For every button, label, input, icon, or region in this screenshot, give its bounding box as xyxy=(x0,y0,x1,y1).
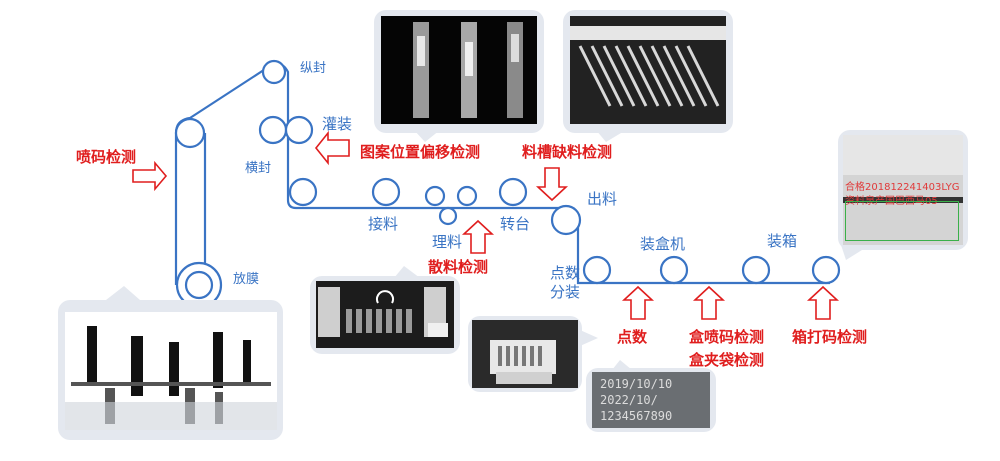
arrow-case-print-up xyxy=(806,285,840,320)
arrow-count-up xyxy=(621,285,655,320)
label-cartoner: 装盒机 xyxy=(640,235,686,253)
roller-cartoner xyxy=(659,255,689,285)
label-missing-material: 料槽缺料检测 xyxy=(522,143,613,161)
roller-belt-start xyxy=(288,177,318,207)
ocr-line-1: 2019/10/10 xyxy=(600,377,673,391)
roller-turntable xyxy=(498,177,528,207)
ocr-line-3: 1234567890 xyxy=(600,409,673,423)
label-transverse-seal: 横封 xyxy=(245,161,272,176)
photo-pattern-offset xyxy=(381,16,537,124)
roller-case-end xyxy=(811,255,841,285)
label-arrange: 理料 xyxy=(432,233,463,251)
arrow-box-inkjet-up xyxy=(692,285,726,320)
roller-discharge xyxy=(550,204,582,236)
photo-ocr: 2019/10/10 2022/10/ 1234567890 xyxy=(592,372,710,428)
label-discharge: 出料 xyxy=(587,190,618,208)
roller-splice xyxy=(371,177,401,207)
photo-pattern-offset-image xyxy=(413,22,523,118)
label-count-split-2: 分装 xyxy=(550,283,581,301)
label-film-unwind: 放膜 xyxy=(233,272,260,287)
label-box-inkjet: 盒喷码检测 xyxy=(689,328,765,346)
arrow-loose-up xyxy=(461,219,495,254)
label-pattern-offset: 图案位置偏移检测 xyxy=(360,143,481,161)
roller-arrange-2 xyxy=(456,185,478,207)
label-longitudinal-seal: 纵封 xyxy=(300,61,327,76)
ocr-line-2: 2022/10/ xyxy=(600,393,658,407)
label-box-clip-bag: 盒夹袋检测 xyxy=(689,351,765,369)
label-loose-material: 散料检测 xyxy=(428,258,489,276)
label-case-packer: 装箱 xyxy=(767,232,798,250)
label-splice: 接料 xyxy=(368,215,399,233)
photo-counting-image xyxy=(490,340,556,384)
label-inkjet-check: 喷码检测 xyxy=(76,148,137,166)
arrow-pattern-left xyxy=(314,130,350,166)
roller-transverse-seal-right xyxy=(284,115,314,145)
roller-longitudinal-seal xyxy=(261,59,287,85)
roller-arrange-1 xyxy=(424,185,446,207)
photo-inkjet-image xyxy=(65,326,277,430)
photo-loose-material-image xyxy=(318,287,448,337)
roller-count xyxy=(582,255,612,285)
photo-missing-material-image xyxy=(570,16,726,124)
photo-counting xyxy=(472,320,578,388)
arrow-missing-down xyxy=(535,167,569,202)
roller-unwind-top xyxy=(174,117,206,149)
photo-case-print: 合格201812241403LYG 资料泉产国巴西马05 xyxy=(843,135,963,245)
label-counting: 点数 xyxy=(617,328,648,346)
case-label-line-1: 合格201812241403LYG xyxy=(845,182,960,193)
roller-film-unwind-core xyxy=(184,270,214,300)
label-case-print: 箱打码检测 xyxy=(792,328,868,346)
label-filling: 灌装 xyxy=(322,115,353,133)
label-count-split-1: 点数 xyxy=(550,264,581,282)
roller-arrange-3 xyxy=(438,206,458,226)
photo-missing-material xyxy=(570,16,726,124)
roller-case-packer xyxy=(741,255,771,285)
label-turntable: 转台 xyxy=(500,215,531,233)
arrow-inkjet-right xyxy=(132,160,168,192)
photo-inkjet xyxy=(65,312,277,430)
photo-loose-material xyxy=(316,281,454,348)
